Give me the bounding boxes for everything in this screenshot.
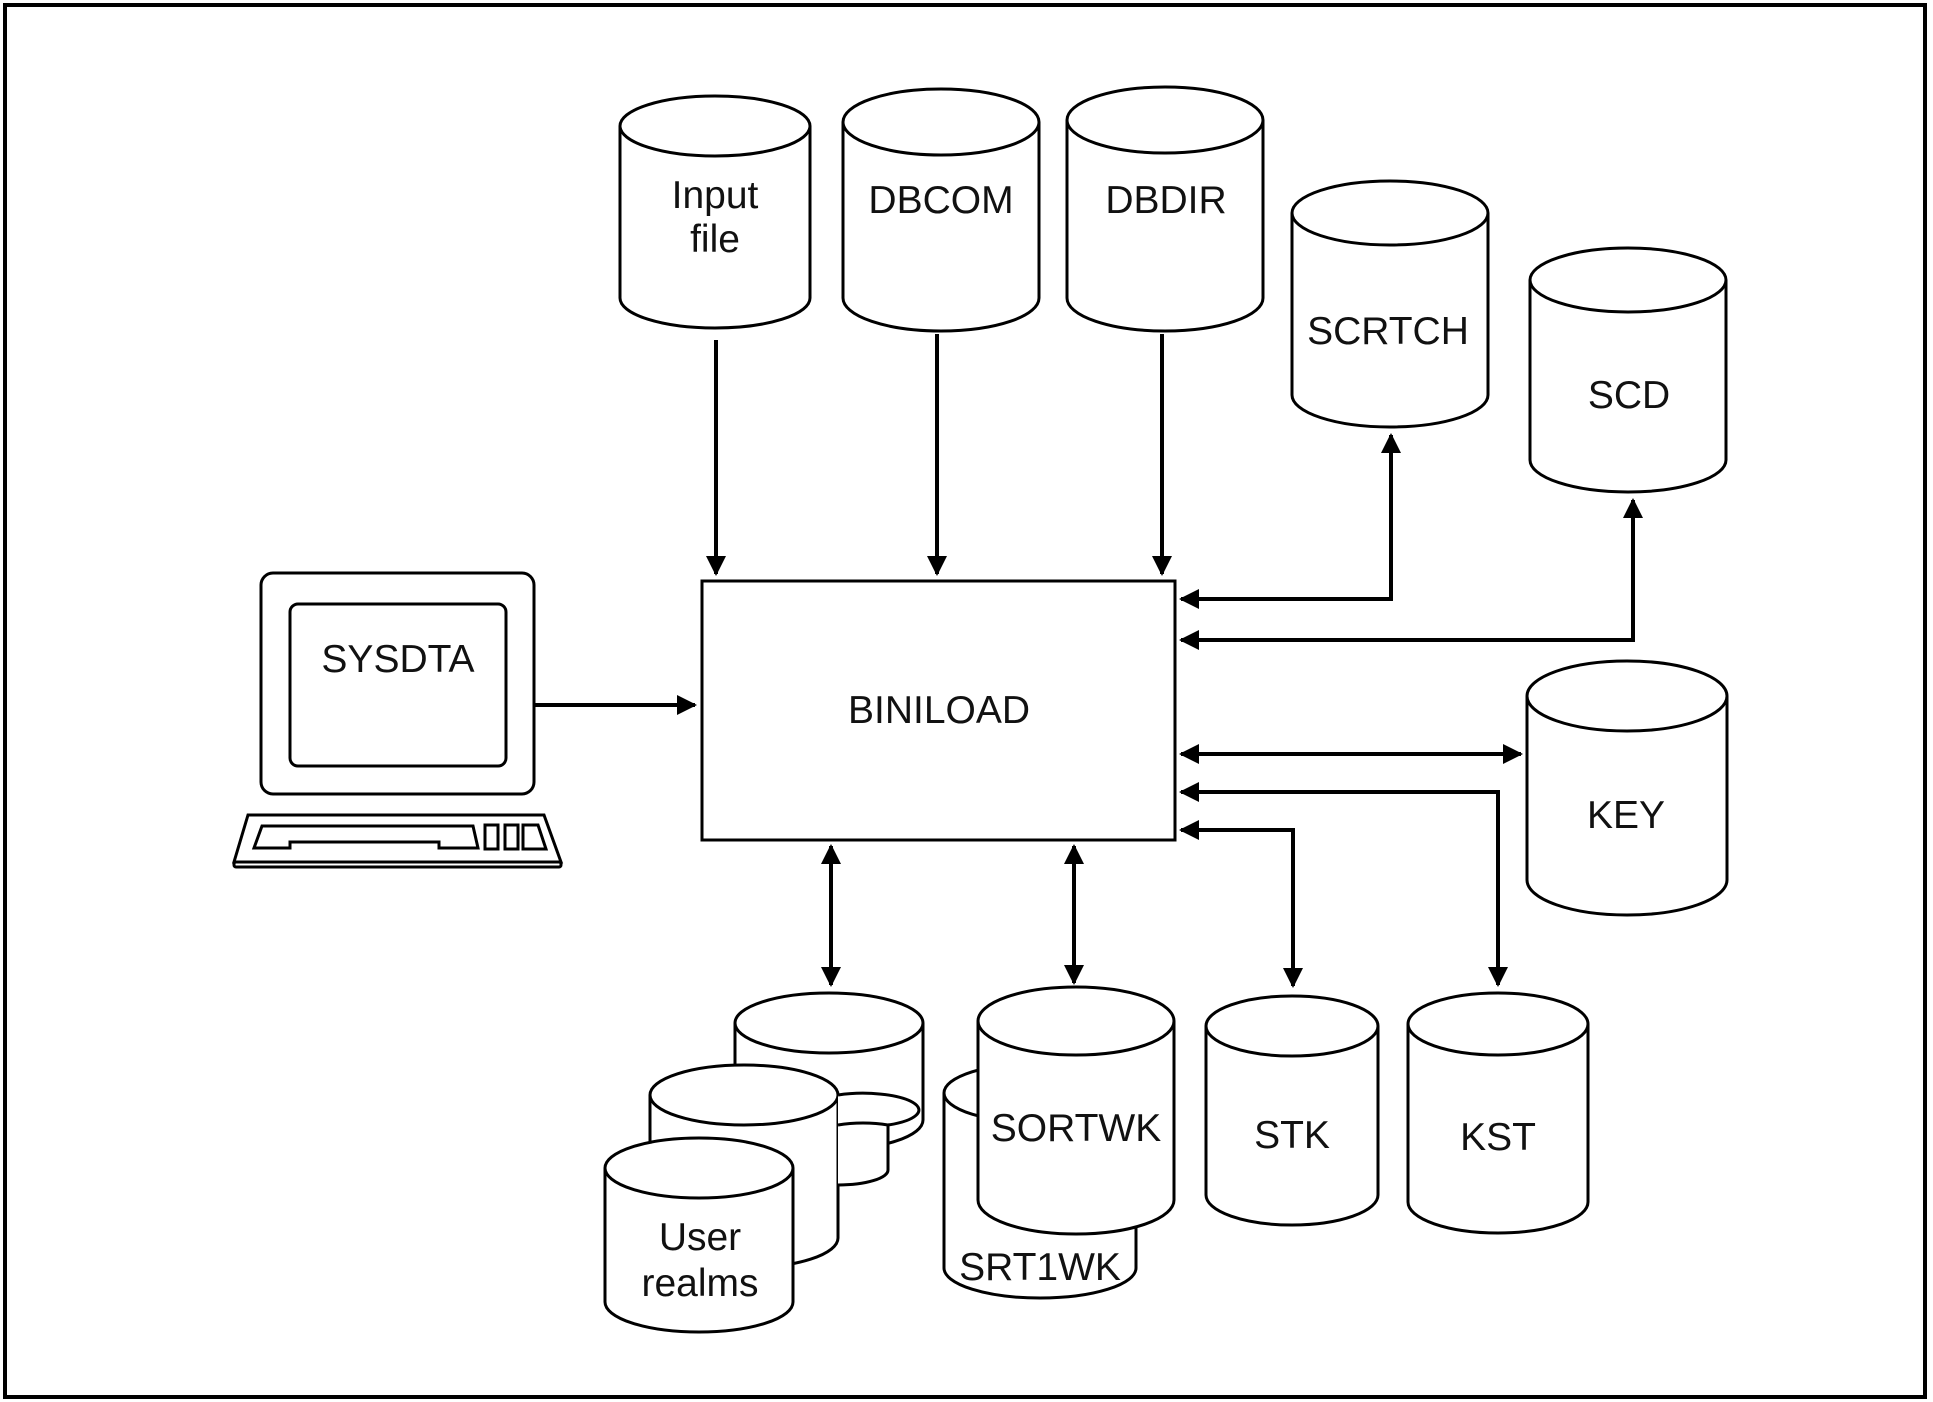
srt1wk-label: SRT1WK xyxy=(959,1246,1121,1289)
user-realms-label-1: User xyxy=(659,1216,741,1259)
keyboard-key-1 xyxy=(483,823,500,851)
sortwk-label: SORTWK xyxy=(991,1107,1161,1150)
sortwk-cylinder: SORTWK xyxy=(976,985,1176,1236)
stk-cylinder: STK xyxy=(1204,994,1380,1227)
scrtch-cylinder: SCRTCH xyxy=(1290,179,1490,429)
kst-label: KST xyxy=(1460,1116,1536,1159)
sysdta-terminal: SYSDTA xyxy=(231,571,564,869)
user-realms-cylinders: User realms xyxy=(603,991,925,1334)
key-cylinder: KEY xyxy=(1525,659,1729,917)
biniload-label: BINILOAD xyxy=(848,689,1030,732)
dbcom-label: DBCOM xyxy=(868,179,1013,222)
scd-label: SCD xyxy=(1588,374,1670,417)
diagram-frame xyxy=(3,3,1927,1399)
dbcom-cylinder: DBCOM xyxy=(841,87,1041,333)
key-label: KEY xyxy=(1587,794,1665,837)
sysdta-label: SYSDTA xyxy=(321,638,474,681)
arrow-biniload-stk xyxy=(1179,820,1303,988)
input-file-label-2: file xyxy=(690,218,740,261)
monitor-screen xyxy=(288,602,508,768)
arrow-biniload-scrtch xyxy=(1179,433,1401,609)
keyboard-key-2 xyxy=(503,823,520,851)
keyboard-key-3 xyxy=(521,823,549,851)
dbdir-cylinder: DBDIR xyxy=(1065,85,1265,333)
dbdir-label: DBDIR xyxy=(1105,179,1226,222)
scrtch-label: SCRTCH xyxy=(1307,310,1469,353)
kst-cylinder: KST xyxy=(1406,991,1590,1235)
user-realms-label-2: realms xyxy=(641,1262,758,1305)
stk-label: STK xyxy=(1254,1114,1330,1157)
input-file-cylinder: Input file xyxy=(618,94,812,330)
arrow-biniload-scd xyxy=(1179,498,1643,650)
keyboard-keys-main xyxy=(251,824,480,850)
arrow-biniload-kst xyxy=(1179,782,1508,987)
biniload-box: BINILOAD xyxy=(700,579,1177,842)
keyboard-base xyxy=(232,860,563,869)
scd-cylinder: SCD xyxy=(1528,246,1728,494)
input-file-label-1: Input xyxy=(672,174,759,217)
